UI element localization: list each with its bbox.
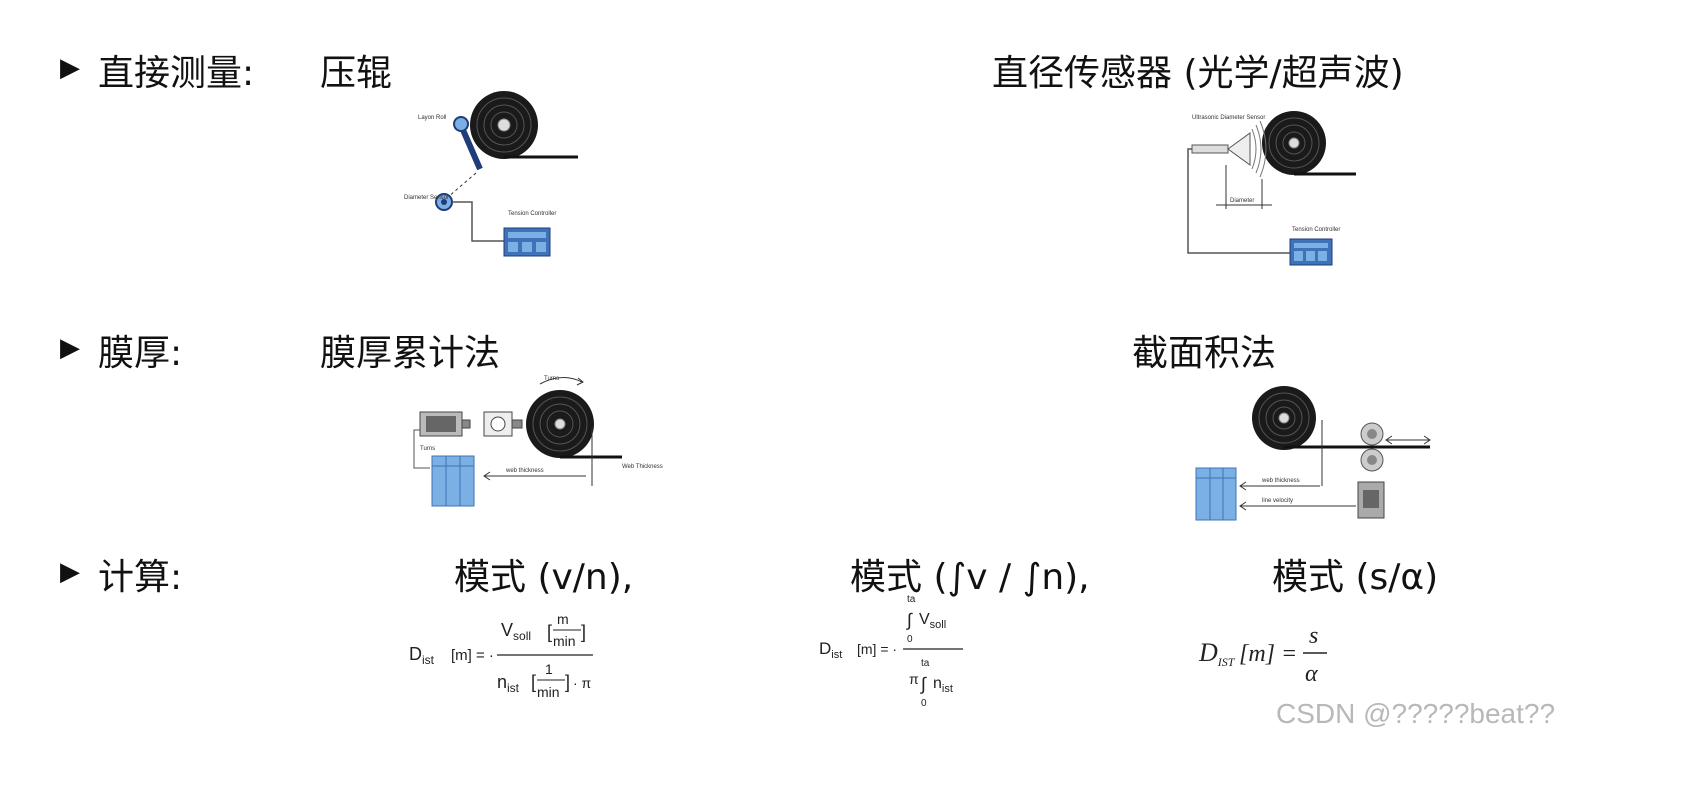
- bullet-direct: ▶: [60, 53, 80, 83]
- f2-lhs-unit: [m] = ·: [857, 641, 897, 657]
- f1-num-frac-d: min: [553, 633, 576, 649]
- label-web-thickness-2: Web Thickness: [622, 464, 663, 470]
- f2-lhs: D: [819, 639, 831, 658]
- ultrasonic-sensor-icon: [1191, 120, 1267, 178]
- f1-den-frac-n: 1: [545, 661, 553, 677]
- formula-s-over-alpha: DIST [m] = s α: [1198, 623, 1327, 687]
- mode-integral-v-over-integral-n: 模式 (∫v / ∫n),: [850, 557, 1090, 598]
- f1-num-sub: soll: [513, 629, 531, 643]
- svg-text:]: ]: [565, 672, 570, 692]
- svg-text:Dist: Dist: [409, 644, 435, 667]
- method-cross-section: 截面积法: [1132, 333, 1277, 374]
- f1-lhs-unit: [m] = ·: [451, 647, 494, 664]
- roll-icon: [526, 390, 594, 458]
- bullet-calc: ▶: [60, 557, 80, 587]
- encoder-icon: [1357, 481, 1385, 519]
- f2-num-sub: soll: [930, 619, 947, 631]
- motor-icon: [419, 411, 471, 437]
- diagram-ultrasonic-sensor: Ultrasonic Diameter Sensor Diameter Tens…: [1187, 111, 1356, 266]
- display-panel-icon: [1195, 467, 1237, 521]
- svg-text:∫: ∫: [919, 674, 927, 694]
- roll-icon: [470, 91, 538, 159]
- label-turns: Turns: [544, 376, 559, 382]
- layon-arm-icon: [453, 116, 483, 171]
- f2-lhs-sub: ist: [831, 649, 842, 661]
- f1-num: V: [501, 620, 513, 640]
- encoder-icon: [483, 411, 523, 437]
- mode-v-over-n: 模式 (v/n),: [454, 557, 634, 598]
- bullet-thickness: ▶: [60, 333, 80, 363]
- f1-num-frac-n: m: [557, 611, 569, 627]
- svg-text:DIST: DIST: [1198, 638, 1236, 669]
- method-layon-roll: 压辊: [320, 53, 393, 94]
- formula-v-over-n: Dist [m] = · Vsoll [ m min ] nist [ 1 mi…: [409, 611, 593, 700]
- f2-den-upper: ta: [921, 658, 930, 669]
- f3-num: s: [1309, 623, 1318, 649]
- diagram-thickness-accumulation: Turns Turns web thickness Web Thickness: [413, 376, 663, 507]
- svg-text:[: [: [531, 672, 536, 692]
- label-tension-controller: Tension Controller: [1292, 227, 1340, 233]
- label-diameter: Diameter: [1230, 198, 1254, 204]
- mode-s-over-alpha: 模式 (s/α): [1272, 557, 1439, 598]
- tension-controller-icon: [1289, 238, 1333, 266]
- f1-lhs-sub: ist: [422, 653, 435, 667]
- f2-den: n: [933, 675, 942, 692]
- f1-den: n: [497, 672, 507, 692]
- label-ultrasonic-sensor: Ultrasonic Diameter Sensor: [1192, 115, 1265, 121]
- label-tension-controller: Tension Controller: [508, 211, 556, 217]
- svg-text:Vsoll: Vsoll: [501, 620, 531, 643]
- svg-text:]: ]: [581, 622, 586, 642]
- label-turns-2: Turns: [420, 446, 435, 452]
- label-layon-roll: Layon Roll: [418, 115, 446, 121]
- f2-den-lower: 0: [921, 698, 927, 709]
- diagram-cross-section: web thickness line velocity: [1195, 386, 1431, 521]
- formula-integral: Dist [m] = · ta ∫ 0 Vsoll π ta ∫ 0 nist: [819, 594, 963, 709]
- diagram-layon-roll: Layon Roll Diameter Sensor Tension Contr…: [404, 91, 578, 257]
- label-web-thickness: web thickness: [505, 468, 544, 474]
- f2-den-pi: π: [909, 671, 919, 687]
- f2-num-upper: ta: [907, 594, 916, 605]
- svg-text:Dist: Dist: [819, 639, 842, 661]
- tension-controller-icon: [503, 227, 551, 257]
- f1-den-tail: · π: [573, 675, 592, 691]
- method-diameter-sensor: 直径传感器 (光学/超声波): [992, 53, 1404, 94]
- roll-icon: [1252, 386, 1316, 450]
- f1-den-sub: ist: [507, 681, 520, 695]
- label-diameter-sensor: Diameter Sensor: [404, 195, 449, 201]
- heading-calculation: 计算:: [98, 557, 183, 598]
- svg-text:Vsoll: Vsoll: [919, 611, 946, 631]
- f3-lhs-unit: [m] =: [1239, 641, 1297, 667]
- f2-den-sub: ist: [942, 683, 953, 695]
- svg-text:nist: nist: [497, 672, 520, 695]
- f3-lhs: D: [1198, 638, 1218, 667]
- f3-den: α: [1305, 661, 1318, 687]
- f3-lhs-sub: IST: [1217, 655, 1236, 669]
- f2-num: V: [919, 611, 930, 628]
- roll-icon: [1262, 111, 1326, 175]
- svg-text:∫: ∫: [905, 610, 913, 630]
- f2-num-lower: 0: [907, 634, 913, 645]
- label-line-velocity: line velocity: [1262, 498, 1293, 504]
- heading-direct-measurement: 直接测量:: [98, 53, 255, 94]
- f1-den-frac-d: min: [537, 684, 560, 700]
- label-web-thickness: web thickness: [1261, 478, 1300, 484]
- display-panel-icon: [431, 455, 475, 507]
- method-thickness-accumulation: 膜厚累计法: [320, 333, 501, 374]
- f1-lhs: D: [409, 644, 422, 664]
- diameter-sensor-icon: [435, 193, 453, 211]
- heading-film-thickness: 膜厚:: [98, 333, 183, 374]
- nip-rollers-icon: [1360, 422, 1384, 472]
- svg-text:nist: nist: [933, 675, 953, 695]
- watermark: CSDN @?????beat??: [1276, 698, 1556, 729]
- svg-text:[: [: [547, 622, 552, 642]
